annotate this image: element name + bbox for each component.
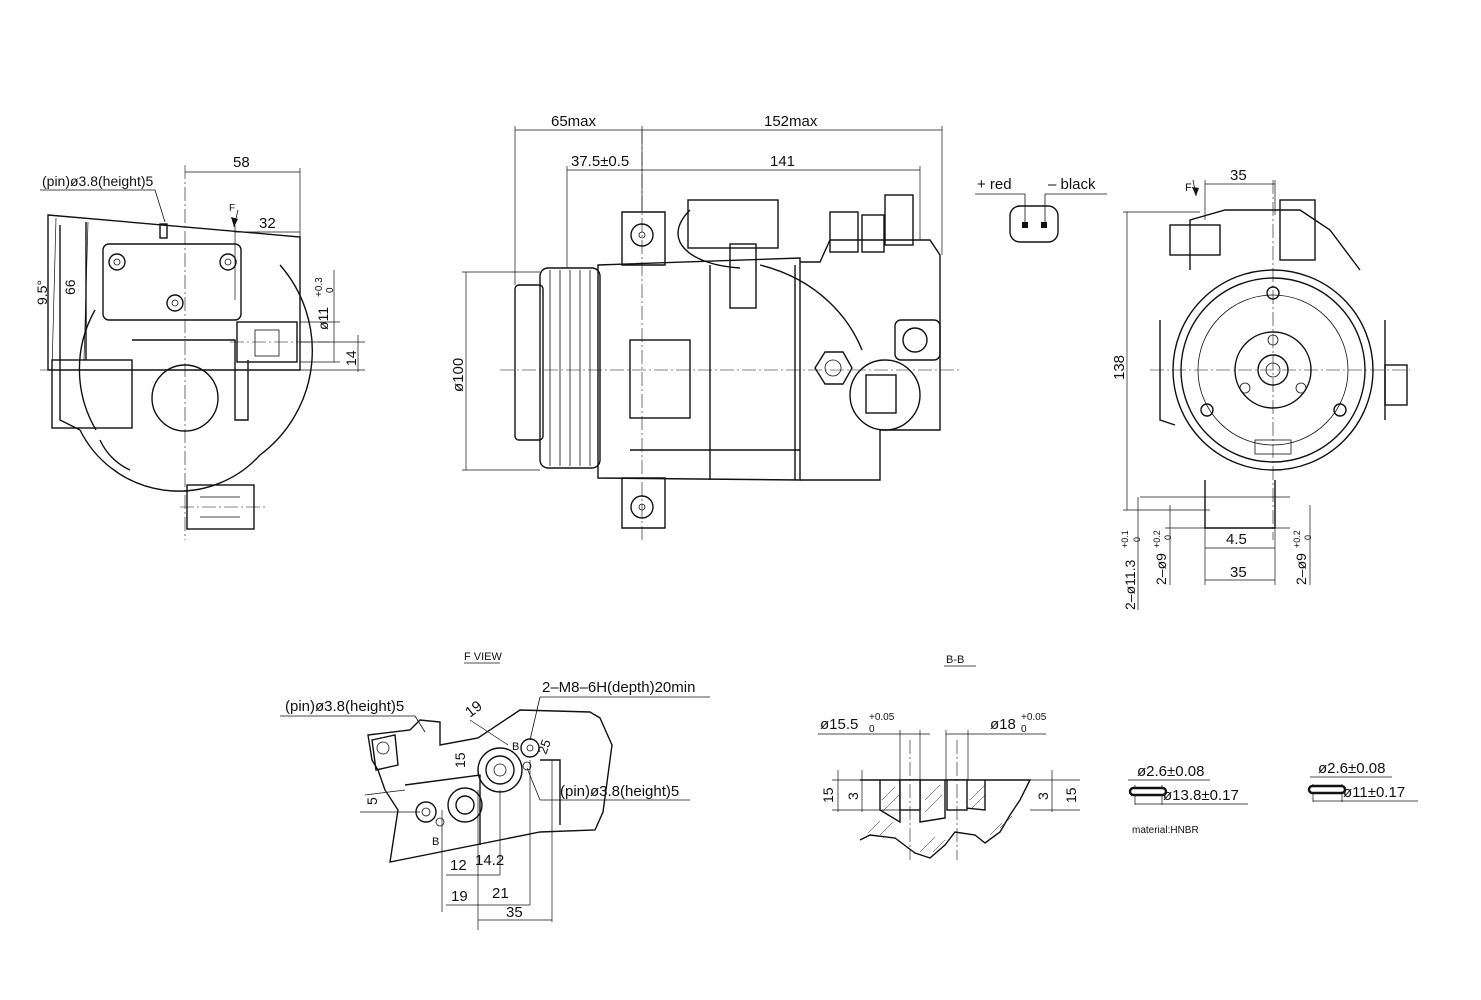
bb-dim-15-left: 15 <box>820 787 836 803</box>
hole-2x9-a-tol-lower: 0 <box>1163 535 1173 540</box>
f-marker-b2: B <box>512 741 519 753</box>
f-view: F VIEW (pin)ø3.8(height)5 2–M8–6H(depth)… <box>280 651 710 930</box>
f-thread-label: 2–M8–6H(depth)20min <box>542 679 695 696</box>
dim-9-5-deg: 9.5° <box>34 280 50 305</box>
left-side-view: (pin)ø3.8(height)5 58 32 F 9.5° 66 ø11 +… <box>34 154 365 540</box>
section-bb: B-B <box>818 654 1080 860</box>
dim-37-5: 37.5±0.5 <box>571 153 629 170</box>
f-dim-15: 15 <box>452 752 468 768</box>
section-bb-title: B-B <box>946 654 964 666</box>
dim-4-5: 4.5 <box>1226 531 1247 548</box>
o-rings: ø2.6±0.08 ø13.8±0.17 material:HNBR ø2.6±… <box>1128 760 1418 836</box>
hole-2x11-3-tol-lower: 0 <box>1132 537 1142 542</box>
dim-14: 14 <box>343 350 359 366</box>
hole-2x11-3-tol-upper: +0.1 <box>1120 530 1130 548</box>
bb-phi-left: ø15.5 <box>820 716 858 733</box>
bb-phi-right: ø18 <box>990 716 1016 733</box>
dim-58: 58 <box>233 154 250 171</box>
bb-dim-3-right: 3 <box>1035 792 1051 800</box>
f-pin-label-2: (pin)ø3.8(height)5 <box>560 783 679 800</box>
dim-152max: 152max <box>764 113 818 130</box>
dim-66: 66 <box>62 279 78 295</box>
hole-2x9-b: 2–ø9 <box>1293 553 1309 585</box>
hole-2x9-b-tol-upper: +0.2 <box>1292 530 1302 548</box>
ring2-inner-diameter: ø11±0.17 <box>1343 784 1405 801</box>
dim-phi11: ø11 <box>315 307 331 330</box>
dim-phi11-tol-upper: +0.3 <box>314 277 325 297</box>
dim-35-top: 35 <box>1230 167 1247 184</box>
f-arrow-label-left: F <box>229 203 235 214</box>
dim-phi11-tol-lower: 0 <box>325 287 336 293</box>
bb-phi-left-tol-upper: +0.05 <box>869 712 895 723</box>
f-dim-12: 12 <box>450 857 467 874</box>
f-pin-label-1: (pin)ø3.8(height)5 <box>285 698 404 715</box>
f-dim-21: 21 <box>492 885 509 902</box>
right-rear-view: F 35 138 4.5 35 2–ø11.3 +0.1 0 2–ø9 +0.2… <box>1111 167 1410 610</box>
dim-35-bottom: 35 <box>1230 564 1247 581</box>
dim-32: 32 <box>259 215 276 232</box>
material-label: material:HNBR <box>1132 825 1199 836</box>
left-pin-label: (pin)ø3.8(height)5 <box>42 173 153 189</box>
ring2-cross-section: ø2.6±0.08 <box>1318 760 1385 777</box>
dim-phi100: ø100 <box>450 358 467 392</box>
ring1-inner-diameter: ø13.8±0.17 <box>1163 787 1239 804</box>
f-dim-14-2: 14.2 <box>475 852 504 869</box>
hole-2x9-b-tol-lower: 0 <box>1303 535 1313 540</box>
f-dim-19: 19 <box>451 888 468 905</box>
connector-pinout: + red – black <box>975 176 1107 243</box>
f-dim-35: 35 <box>506 904 523 921</box>
dim-138: 138 <box>1111 355 1128 380</box>
f-dim-5: 5 <box>364 797 380 805</box>
bb-phi-left-tol-lower: 0 <box>869 724 875 735</box>
bb-phi-right-tol-upper: +0.05 <box>1021 712 1047 723</box>
bb-dim-3-left: 3 <box>845 792 861 800</box>
hole-2x9-a: 2–ø9 <box>1153 553 1169 585</box>
ring1-cross-section: ø2.6±0.08 <box>1137 763 1204 780</box>
front-view: 65max 152max 37.5±0.5 141 ø100 <box>450 113 960 540</box>
dim-65max: 65max <box>551 113 597 130</box>
bb-phi-right-tol-lower: 0 <box>1021 724 1027 735</box>
hole-2x11-3: 2–ø11.3 <box>1122 559 1138 610</box>
hole-2x9-a-tol-upper: +0.2 <box>1152 530 1162 548</box>
plus-red-label: + red <box>977 176 1012 193</box>
f-arrow-label-right: F <box>1185 182 1192 194</box>
dim-141: 141 <box>770 153 795 170</box>
bb-dim-15-right: 15 <box>1063 787 1079 803</box>
f-marker-b1: B <box>432 836 439 848</box>
f-dim-25: 25 <box>535 737 554 756</box>
f-view-title: F VIEW <box>464 651 503 663</box>
f-dim-19-diag: 19 <box>462 697 486 721</box>
minus-black-label: – black <box>1048 176 1096 193</box>
